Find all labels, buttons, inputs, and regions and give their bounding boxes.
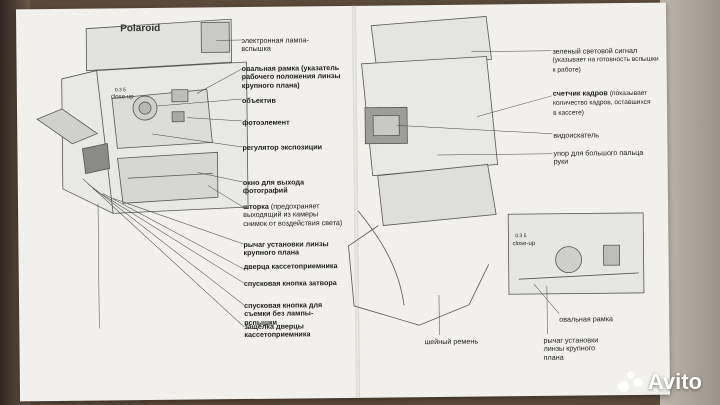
label-shutter: спусковая кнопка затвора (243, 278, 337, 289)
label-lens: объектив (241, 95, 276, 106)
label-oval-frame-2: овальная рамка (559, 314, 614, 324)
label-flash: электронная лампа-вспышка (241, 35, 309, 54)
label-neck-strap: шейный ремень (424, 336, 479, 347)
label-photo-exit: окно для выхода фотографий (242, 177, 305, 196)
label-counter-title: счетчик кадров (552, 88, 608, 98)
label-exposure: регулятор экспозиции (242, 142, 323, 153)
label-viewfinder: видоискатель (553, 130, 600, 140)
label-counter: счетчик кадров (показывает количество ка… (552, 88, 653, 118)
label-green-signal: зеленый световой сигнал (указывает на го… (552, 45, 662, 75)
label-latch: защелка дверцы кассетоприемника (244, 321, 311, 340)
label-green-sub: (указывает на готовность вспышки к работ… (552, 56, 659, 74)
background-right (660, 0, 720, 405)
label-oval-frame: овальная рамка (указатель рабочего полож… (241, 63, 341, 90)
instruction-sheet: Polaroid 0.3 5 close-up электронная ламп… (15, 2, 671, 402)
camera-drawing-front (36, 18, 249, 214)
label-green-title: зеленый световой сигнал (552, 45, 638, 56)
label-thumb-rest: упор для большого пальца руки (553, 147, 644, 167)
camera-brand: Polaroid (120, 22, 161, 35)
camera-drawing-top (348, 16, 499, 326)
camera-closeup: close-up (110, 94, 134, 101)
leader-lines-right (397, 50, 560, 336)
inset-drawing (507, 212, 645, 295)
label-lever-2: рычаг установки линзы крупного плана (543, 335, 599, 362)
avito-watermark: Avito (617, 369, 702, 395)
label-door: дверца кассетоприемника (243, 261, 338, 272)
label-photocell: фотоэлемент (242, 117, 290, 128)
leader-lines-left (82, 39, 245, 329)
avito-text: Avito (647, 369, 702, 394)
drawings (36, 16, 645, 336)
avito-logo-icon (617, 371, 644, 393)
label-lever: рычаг установки линзы крупного плана (243, 239, 329, 258)
inset-closeup: close-up (512, 240, 536, 248)
label-curtain: шторка (предохраняет выходящий из камеры… (243, 201, 343, 228)
